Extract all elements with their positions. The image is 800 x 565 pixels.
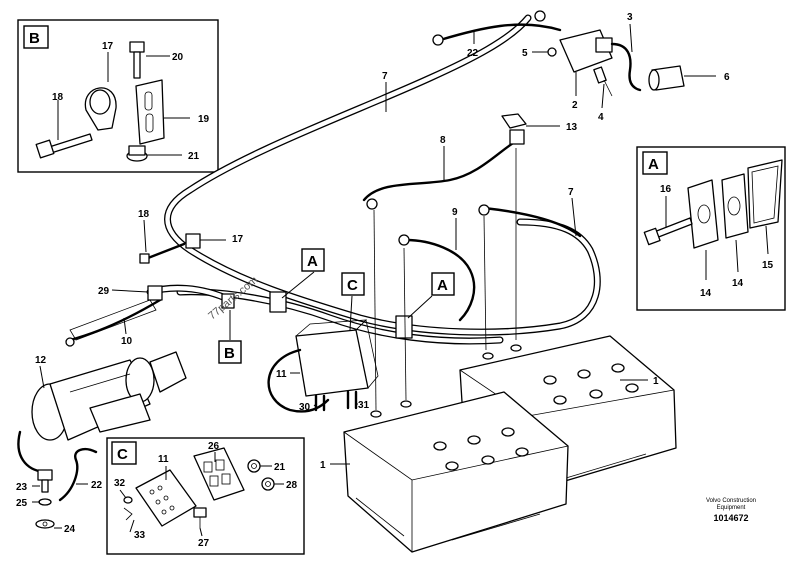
- footer-brand: Volvo Construction Equipment 1014672: [706, 498, 756, 523]
- view-marker-a-left: A: [281, 248, 325, 299]
- clamp-17: [185, 233, 201, 249]
- callout-24: 24: [64, 524, 76, 535]
- callout-11c: 11: [158, 454, 169, 465]
- callout-20: 20: [172, 52, 184, 63]
- clamp-half-part: [687, 179, 719, 249]
- callout-6: 6: [724, 72, 730, 83]
- callout-21c: 21: [274, 462, 286, 473]
- inset-b: B 17 20 18 19 21: [17, 19, 219, 173]
- callout-28: 28: [286, 480, 298, 491]
- callout-17m: 17: [232, 234, 244, 245]
- callout-9: 9: [452, 207, 458, 218]
- bracket-part: [135, 79, 165, 145]
- callout-29: 29: [98, 286, 110, 297]
- plate-part: [747, 159, 783, 229]
- inset-c: C 11 26 21 32 28 33 27: [106, 437, 305, 555]
- starter-motor: [31, 351, 187, 441]
- clip-13: [501, 113, 527, 129]
- connector-block-part: [135, 469, 197, 527]
- callout-16: 16: [660, 184, 672, 195]
- callout-14b: 14: [732, 278, 744, 289]
- inset-c-letter: C: [117, 446, 128, 463]
- callout-32: 32: [114, 478, 126, 489]
- callout-26: 26: [208, 441, 220, 452]
- cable-9: [404, 238, 476, 322]
- inset-a-letter: A: [648, 156, 659, 173]
- callout-21: 21: [188, 151, 200, 162]
- callout-10: 10: [121, 336, 133, 347]
- inset-b-letter: B: [29, 30, 40, 47]
- cable-22-top: [438, 23, 562, 42]
- fuse-box: [295, 329, 369, 397]
- clamp-29: [147, 285, 163, 301]
- view-marker-b: B: [218, 310, 242, 364]
- callout-5: 5: [522, 48, 528, 59]
- callout-13: 13: [566, 122, 578, 133]
- callout-4: 4: [598, 112, 604, 123]
- cable-22-lower: [17, 430, 46, 474]
- brand-line-1: Volvo Construction: [705, 498, 756, 504]
- view-marker-a-right: A: [407, 272, 455, 319]
- battery-front: [343, 391, 569, 553]
- callout-8: 8: [440, 135, 446, 146]
- callout-33: 33: [134, 530, 146, 541]
- callout-1b: 1: [320, 460, 326, 471]
- svg-text:B: B: [224, 345, 235, 362]
- callout-14a: 14: [700, 288, 712, 299]
- callout-15: 15: [762, 260, 774, 271]
- callout-7b: 7: [568, 187, 574, 198]
- callout-1a: 1: [653, 376, 659, 387]
- brand-line-2: Equipment: [716, 505, 746, 511]
- inset-a: A 16 14 14 15: [636, 146, 786, 311]
- callout-22b: 22: [91, 480, 103, 491]
- callout-30: 30: [299, 402, 311, 413]
- callout-12: 12: [35, 355, 47, 366]
- doc-number: 1014672: [713, 513, 749, 523]
- callout-2: 2: [572, 100, 578, 111]
- callout-18: 18: [52, 92, 64, 103]
- callout-17: 17: [102, 41, 114, 52]
- cable-8: [362, 138, 520, 202]
- callout-31: 31: [358, 400, 370, 411]
- svg-text:C: C: [347, 277, 358, 294]
- callout-27: 27: [198, 538, 210, 549]
- view-marker-c: C: [341, 272, 365, 331]
- callout-3: 3: [627, 12, 633, 23]
- svg-text:A: A: [437, 277, 448, 294]
- svg-text:A: A: [307, 253, 318, 270]
- callout-23: 23: [16, 482, 28, 493]
- callout-19: 19: [198, 114, 210, 125]
- callout-25: 25: [16, 498, 28, 509]
- main-callouts: 3 22 5 6 2 4 7 13 8 18 17 9 7: [16, 12, 730, 535]
- mount-bracket-part: [193, 447, 245, 501]
- callout-18m: 18: [138, 209, 150, 220]
- callout-11: 11: [276, 369, 287, 380]
- cable-10: [68, 298, 162, 342]
- callout-7: 7: [382, 71, 388, 82]
- callout-22: 22: [467, 48, 479, 59]
